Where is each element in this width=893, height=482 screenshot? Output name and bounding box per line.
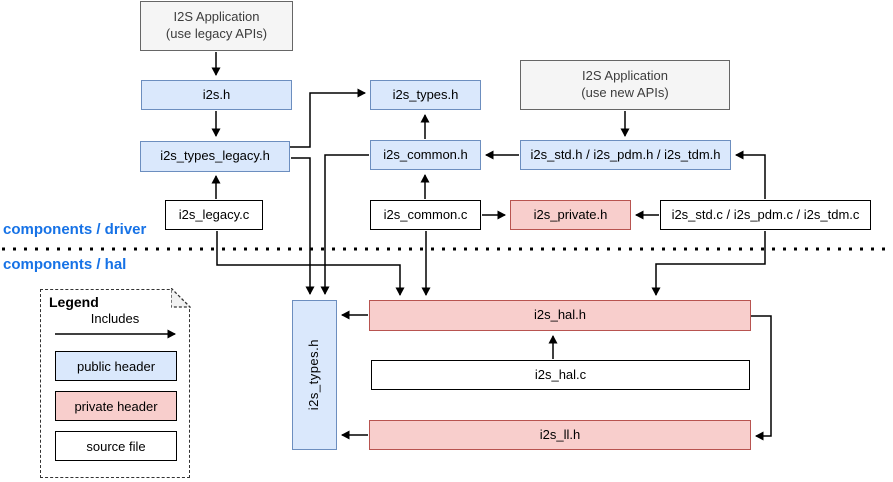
node-label: i2s_std.h / i2s_pdm.h / i2s_tdm.h bbox=[530, 146, 721, 162]
node-label: i2s_private.h bbox=[533, 206, 608, 222]
edge-i2s-hal-h-to-i2s-ll-h bbox=[751, 315, 772, 441]
node-label: (use new APIs) bbox=[581, 85, 669, 100]
edge-i2s-types-legacy-h-to-i2s-types-h-hal bbox=[291, 157, 315, 295]
node-i2s-h: i2s.h bbox=[141, 80, 292, 110]
node-i2s-hal-h: i2s_hal.h bbox=[369, 300, 751, 331]
node-i2s-private-h: i2s_private.h bbox=[510, 200, 631, 230]
node-label: i2s_hal.c bbox=[534, 366, 587, 382]
edge-i2s-legacy-c-to-i2s-hal-h bbox=[216, 231, 405, 296]
node-label: i2s_common.h bbox=[383, 146, 468, 162]
node-label: (use legacy APIs) bbox=[165, 26, 268, 41]
node-label: i2s_hal.h bbox=[533, 307, 587, 323]
node-i2s-std-pdm-tdm-h: i2s_std.h / i2s_pdm.h / i2s_tdm.h bbox=[520, 140, 731, 170]
edge-i2s-std-c-to-i2s-std-h bbox=[735, 150, 766, 199]
page-fold-icon bbox=[170, 286, 192, 308]
node-label: I2S Application bbox=[173, 9, 260, 25]
edge-i2s-std-c-to-i2s-hal-h bbox=[651, 231, 766, 296]
node-i2s-legacy-c: i2s_legacy.c bbox=[165, 200, 263, 230]
legend-label: source file bbox=[86, 438, 146, 454]
node-i2s-types-h-hal: i2s_types.h bbox=[292, 300, 337, 450]
node-label: i2s_std.c / i2s_pdm.c / i2s_tdm.c bbox=[671, 206, 860, 222]
legend-includes-label: Includes bbox=[90, 311, 140, 326]
node-label: i2s_ll.h bbox=[539, 426, 581, 442]
node-i2s-common-h: i2s_common.h bbox=[370, 140, 481, 170]
legend-label: public header bbox=[76, 358, 156, 374]
node-label: i2s_legacy.c bbox=[178, 206, 250, 222]
node-i2s-application-new: I2S Application (use new APIs) bbox=[520, 60, 730, 110]
node-label: i2s.h bbox=[202, 86, 231, 102]
legend-title: Legend bbox=[49, 294, 99, 310]
edge-i2s-common-h-to-i2s-types-h-hal bbox=[320, 154, 369, 295]
edge-i2s-types-legacy-h-to-i2s-types-h-driver bbox=[290, 88, 366, 148]
node-label: i2s_types.h bbox=[306, 339, 322, 411]
legend-label: private header bbox=[74, 398, 158, 414]
legend-private-header-swatch: private header bbox=[55, 391, 177, 421]
node-label: i2s_common.c bbox=[383, 206, 468, 222]
node-i2s-application-legacy: I2S Application (use legacy APIs) bbox=[140, 1, 293, 51]
legend-panel: Legend Includes public header private he… bbox=[40, 286, 192, 478]
node-i2s-hal-c: i2s_hal.c bbox=[371, 360, 750, 390]
node-label: i2s_types.h bbox=[392, 86, 459, 102]
legend-source-file-swatch: source file bbox=[55, 431, 177, 461]
node-i2s-types-legacy-h: i2s_types_legacy.h bbox=[140, 141, 290, 172]
driver-layer-label: components / driver bbox=[3, 221, 147, 238]
hal-layer-label: components / hal bbox=[3, 256, 127, 273]
node-i2s-ll-h: i2s_ll.h bbox=[369, 420, 751, 450]
node-i2s-types-h-driver: i2s_types.h bbox=[370, 80, 481, 110]
node-i2s-std-pdm-tdm-c: i2s_std.c / i2s_pdm.c / i2s_tdm.c bbox=[660, 200, 871, 230]
legend-public-header-swatch: public header bbox=[55, 351, 177, 381]
node-label: I2S Application bbox=[581, 68, 668, 84]
node-label: i2s_types_legacy.h bbox=[160, 148, 270, 164]
node-i2s-common-c: i2s_common.c bbox=[370, 200, 481, 230]
